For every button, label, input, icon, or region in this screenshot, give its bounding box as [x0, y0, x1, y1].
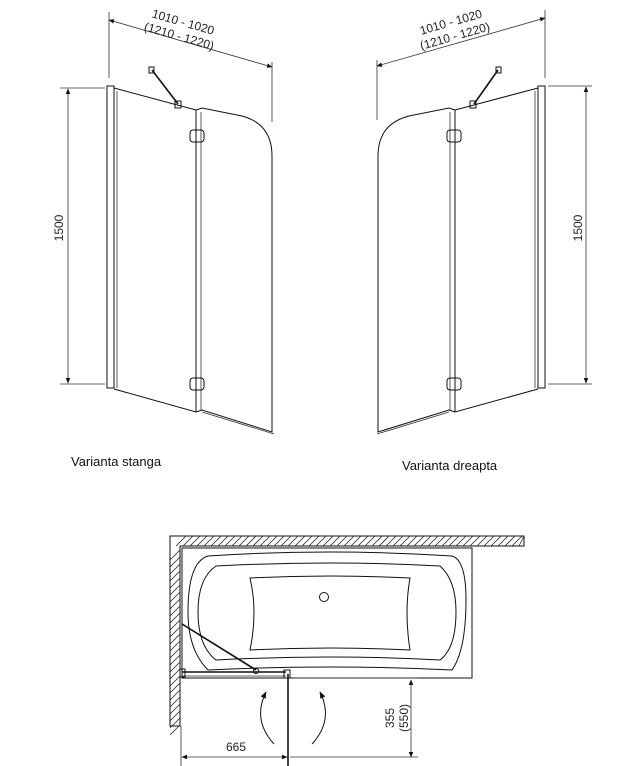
left-wall-profile	[106, 85, 115, 389]
drain	[319, 592, 329, 602]
depth-alt-label: (550)	[397, 704, 411, 732]
left-fixed-panel	[113, 87, 197, 413]
bathtub-basin	[197, 562, 457, 661]
left-upper-hinge	[189, 129, 205, 143]
right-elevation-view: 1010 - 1020 (1210 - 1220) 1500	[376, 7, 592, 435]
depth-label: 355	[383, 708, 397, 728]
left-elevation-view: 1010 - 1020 (1210 - 1220) 1500	[52, 7, 275, 435]
left-stabiliser-bar	[151, 69, 179, 105]
right-fixed-panel	[454, 87, 539, 413]
right-height-label: 1500	[571, 214, 585, 241]
right-lower-hinge	[446, 377, 462, 391]
left-width-dimension-line	[108, 19, 273, 68]
bathtub-outer-basin	[187, 551, 467, 671]
right-wall-profile	[537, 85, 546, 389]
right-variant-caption: Varianta dreapta	[402, 458, 498, 473]
right-upper-hinge	[446, 129, 462, 143]
bathtub-rim	[181, 547, 473, 679]
left-height-label: 1500	[52, 214, 66, 241]
left-swing-panel	[195, 107, 273, 433]
swing-arrow-right	[311, 691, 326, 745]
left-lower-hinge	[189, 377, 205, 391]
bathtub-inner-basin	[249, 575, 411, 651]
plan-stabiliser-bar	[181, 623, 257, 671]
swing-arrow-left	[260, 691, 275, 745]
length-label: 665	[226, 740, 246, 754]
right-swing-panel	[377, 107, 456, 433]
left-variant-caption: Varianta stanga	[71, 454, 162, 469]
right-stabiliser-bar	[473, 69, 499, 105]
plan-view: 355 (550) 665	[169, 535, 525, 766]
right-width-dimension-line	[376, 17, 546, 67]
wall-hatching	[169, 535, 525, 736]
